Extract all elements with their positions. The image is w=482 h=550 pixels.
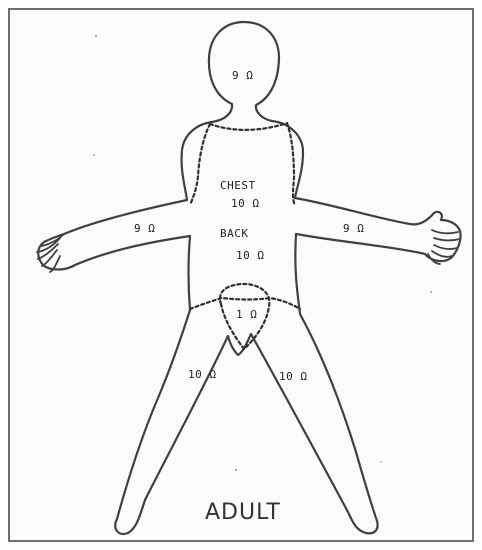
back-label: BACK [220,227,249,240]
chest-label: CHEST [220,179,256,192]
scan-speck [95,35,97,37]
left-arm-label: 9 Ω [134,222,155,235]
scan-speck [93,154,95,156]
scan-speck [380,461,382,463]
diagram-title: ADULT [205,500,281,525]
left-arm-boundary [190,124,210,205]
right-leg-label: 10 Ω [279,370,308,383]
body-outline [38,22,460,534]
groin-label: 1 Ω [236,308,257,321]
chest-value: 10 Ω [231,197,260,210]
back-value: 10 Ω [236,249,265,262]
head-label: 9 Ω [232,69,253,82]
right-arm-boundary [287,123,295,206]
scan-speck [430,291,432,293]
neck-boundary [210,123,287,130]
right-arm-label: 9 Ω [343,222,364,235]
scan-speck [235,469,237,471]
left-leg-label: 10 Ω [188,368,217,381]
